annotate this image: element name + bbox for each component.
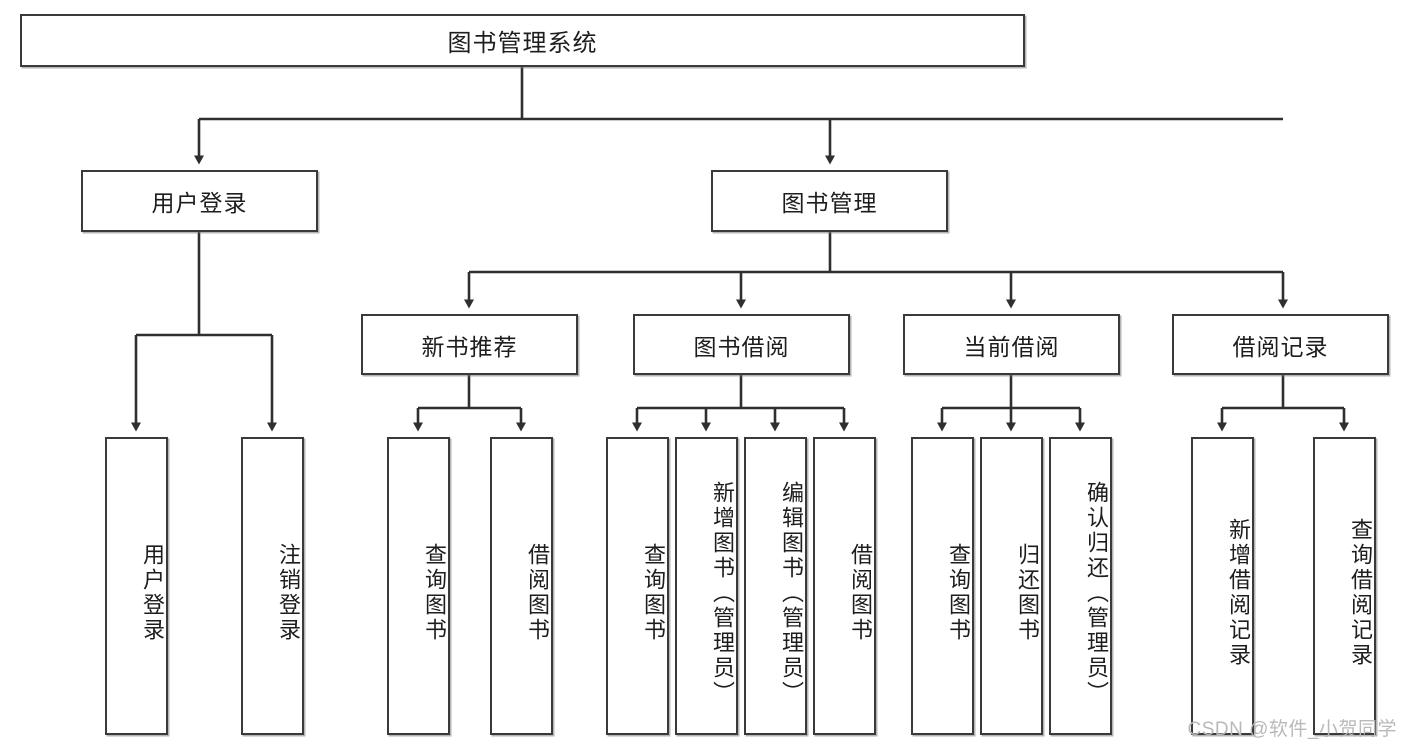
leaf-logout[interactable]: 注销登录 [241, 437, 304, 735]
node-label: 借阅图书 [848, 543, 873, 643]
node-label: 查询图书 [422, 543, 447, 643]
node-label: 确认归还（管理员） [1084, 480, 1109, 706]
node-new-book-recommend[interactable]: 新书推荐 [361, 314, 578, 375]
node-label: 用户登录 [151, 190, 248, 216]
node-label: 图书管理 [781, 190, 878, 216]
leaf-query-book-current[interactable]: 查询图书 [911, 437, 974, 735]
node-user-login[interactable]: 用户登录 [81, 170, 318, 232]
leaf-confirm-return-admin[interactable]: 确认归还（管理员） [1049, 437, 1112, 735]
leaf-add-borrow-record[interactable]: 新增借阅记录 [1191, 437, 1254, 735]
node-label: 新增借阅记录 [1226, 518, 1251, 668]
node-label: 借阅图书 [525, 543, 550, 643]
node-label: 用户登录 [140, 543, 165, 643]
node-label: 编辑图书（管理员） [779, 480, 804, 706]
leaf-query-book-recommend[interactable]: 查询图书 [387, 437, 450, 735]
node-label: 新增图书（管理员） [710, 480, 735, 706]
node-label: 新书推荐 [421, 333, 518, 360]
leaf-borrow-book[interactable]: 借阅图书 [813, 437, 876, 735]
node-current-borrow[interactable]: 当前借阅 [903, 314, 1120, 375]
leaf-return-book[interactable]: 归还图书 [980, 437, 1043, 735]
node-borrow-records[interactable]: 借阅记录 [1172, 314, 1389, 375]
leaf-user-login[interactable]: 用户登录 [105, 437, 168, 735]
node-label: 图书管理系统 [447, 30, 598, 57]
node-label: 图书借阅 [693, 333, 790, 360]
leaf-query-borrow-record[interactable]: 查询借阅记录 [1313, 437, 1376, 735]
leaf-edit-book-admin[interactable]: 编辑图书（管理员） [744, 437, 807, 735]
node-label: 查询借阅记录 [1348, 518, 1373, 668]
node-label: 查询图书 [641, 543, 666, 643]
node-book-management[interactable]: 图书管理 [711, 170, 948, 232]
node-label: 归还图书 [1015, 543, 1040, 643]
leaf-query-book-borrow[interactable]: 查询图书 [606, 437, 669, 735]
node-label: 借阅记录 [1232, 333, 1329, 360]
node-label: 当前借阅 [963, 333, 1060, 360]
node-book-borrow[interactable]: 图书借阅 [633, 314, 850, 375]
node-label: 注销登录 [276, 543, 301, 643]
leaf-add-book-admin[interactable]: 新增图书（管理员） [675, 437, 738, 735]
leaf-borrow-book-recommend[interactable]: 借阅图书 [490, 437, 553, 735]
node-label: 查询图书 [946, 543, 971, 643]
node-root-library-system[interactable]: 图书管理系统 [20, 14, 1025, 67]
